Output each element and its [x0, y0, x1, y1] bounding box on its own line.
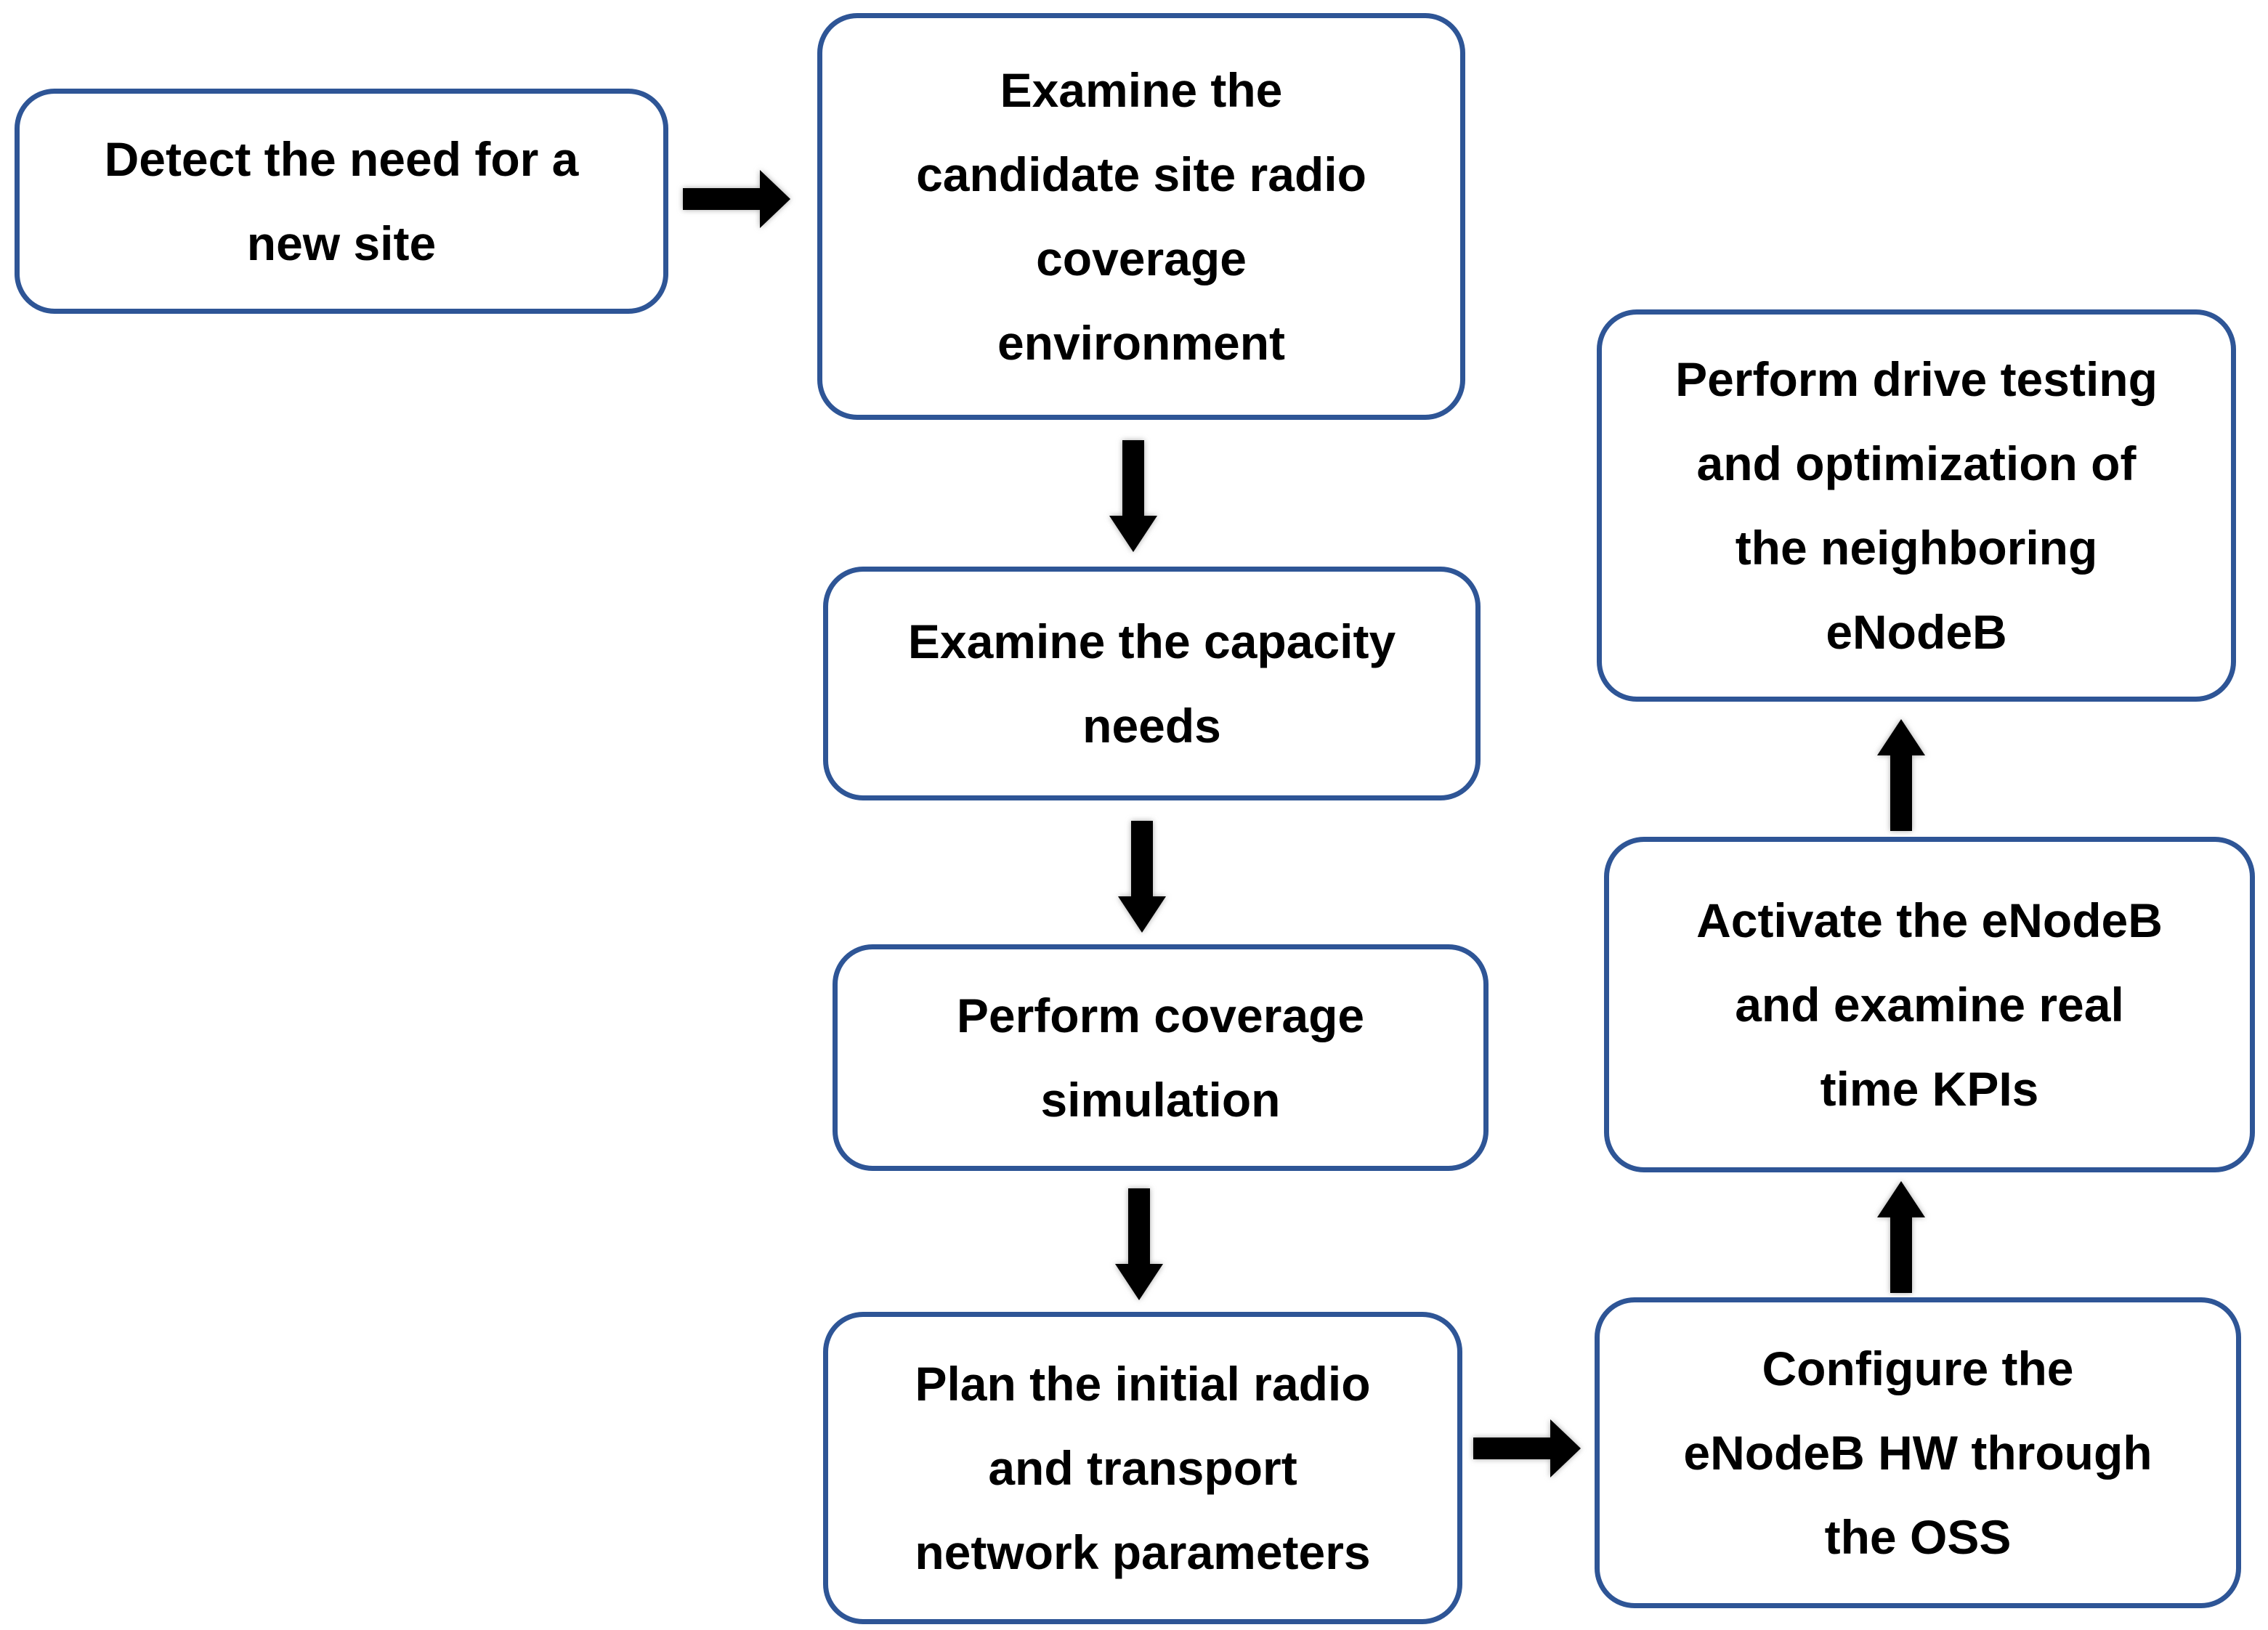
node-activate-enodeb-text: Activate the eNodeB and examine real tim…: [1609, 878, 2250, 1131]
node-text-line: new site: [246, 216, 437, 270]
arrow-shaft: [1128, 1188, 1150, 1267]
arrow-head: [1115, 1264, 1163, 1300]
node-plan-parameters-text: Plan the initial radio and transport net…: [828, 1342, 1457, 1594]
node-text-line: Examine the: [1000, 63, 1283, 117]
node-text-line: the neighboring: [1735, 521, 2098, 575]
arrow-simulation-to-plan-icon: [1115, 1188, 1163, 1300]
node-text-line: time KPIs: [1820, 1062, 2039, 1116]
node-text-line: candidate site radio: [916, 147, 1366, 201]
node-examine-candidate-site-text: Examine the candidate site radio coverag…: [822, 48, 1460, 385]
node-examine-candidate-site: Examine the candidate site radio coverag…: [817, 13, 1465, 420]
arrow-shaft: [1890, 753, 1912, 831]
arrow-candidate-to-capacity-icon: [1109, 440, 1157, 552]
node-text-line: environment: [997, 316, 1286, 370]
node-activate-enodeb: Activate the eNodeB and examine real tim…: [1604, 837, 2255, 1172]
node-drive-testing: Perform drive testing and optimization o…: [1597, 309, 2236, 702]
arrow-head: [1109, 516, 1157, 552]
arrow-shaft: [1473, 1438, 1552, 1459]
arrow-head: [1118, 896, 1166, 933]
node-configure-hw: Configure the eNodeB HW through the OSS: [1595, 1297, 2241, 1608]
node-text-line: Configure the: [1762, 1342, 2074, 1395]
node-coverage-simulation-text: Perform coverage simulation: [838, 973, 1483, 1142]
node-text-line: Perform drive testing: [1675, 352, 2158, 406]
node-text-line: and examine real: [1735, 978, 2124, 1031]
node-text-line: Activate the eNodeB: [1696, 893, 2163, 947]
node-text-line: eNodeB HW through: [1683, 1426, 2152, 1480]
node-drive-testing-text: Perform drive testing and optimization o…: [1602, 337, 2231, 674]
node-text-line: and transport: [988, 1441, 1297, 1495]
arrow-head: [1877, 1181, 1925, 1217]
arrow-shaft: [1131, 821, 1153, 899]
node-text-line: network parameters: [915, 1525, 1371, 1579]
node-text-line: eNodeB: [1826, 605, 2007, 659]
arrow-head: [1877, 719, 1925, 755]
node-text-line: simulation: [1040, 1073, 1281, 1127]
node-detect-need: Detect the need for a new site: [15, 89, 668, 314]
node-text-line: Detect the need for a: [104, 132, 579, 186]
node-text-line: needs: [1082, 699, 1221, 753]
node-coverage-simulation: Perform coverage simulation: [833, 944, 1489, 1171]
arrow-capacity-to-simulation-icon: [1118, 821, 1166, 933]
node-text-line: coverage: [1036, 232, 1247, 285]
node-plan-parameters: Plan the initial radio and transport net…: [823, 1312, 1462, 1624]
node-text-line: Perform coverage: [956, 989, 1365, 1042]
arrow-shaft: [1890, 1215, 1912, 1293]
arrow-shaft: [1122, 440, 1144, 519]
node-examine-capacity-text: Examine the capacity needs: [828, 599, 1475, 768]
node-configure-hw-text: Configure the eNodeB HW through the OSS: [1600, 1326, 2236, 1579]
arrow-shaft: [683, 188, 761, 210]
arrow-configure-to-activate-icon: [1877, 1181, 1925, 1293]
arrow-plan-to-configure-icon: [1473, 1419, 1581, 1477]
node-text-line: Plan the initial radio: [915, 1357, 1371, 1411]
node-text-line: and optimization of: [1696, 437, 2137, 490]
arrow-head: [760, 170, 790, 228]
arrow-detect-to-candidate-icon: [683, 170, 790, 228]
node-examine-capacity: Examine the capacity needs: [823, 567, 1481, 800]
node-text-line: the OSS: [1824, 1510, 2012, 1564]
node-text-line: Examine the capacity: [907, 615, 1396, 668]
node-detect-need-text: Detect the need for a new site: [20, 117, 663, 285]
arrow-head: [1550, 1419, 1581, 1477]
arrow-activate-to-drivetest-icon: [1877, 719, 1925, 831]
